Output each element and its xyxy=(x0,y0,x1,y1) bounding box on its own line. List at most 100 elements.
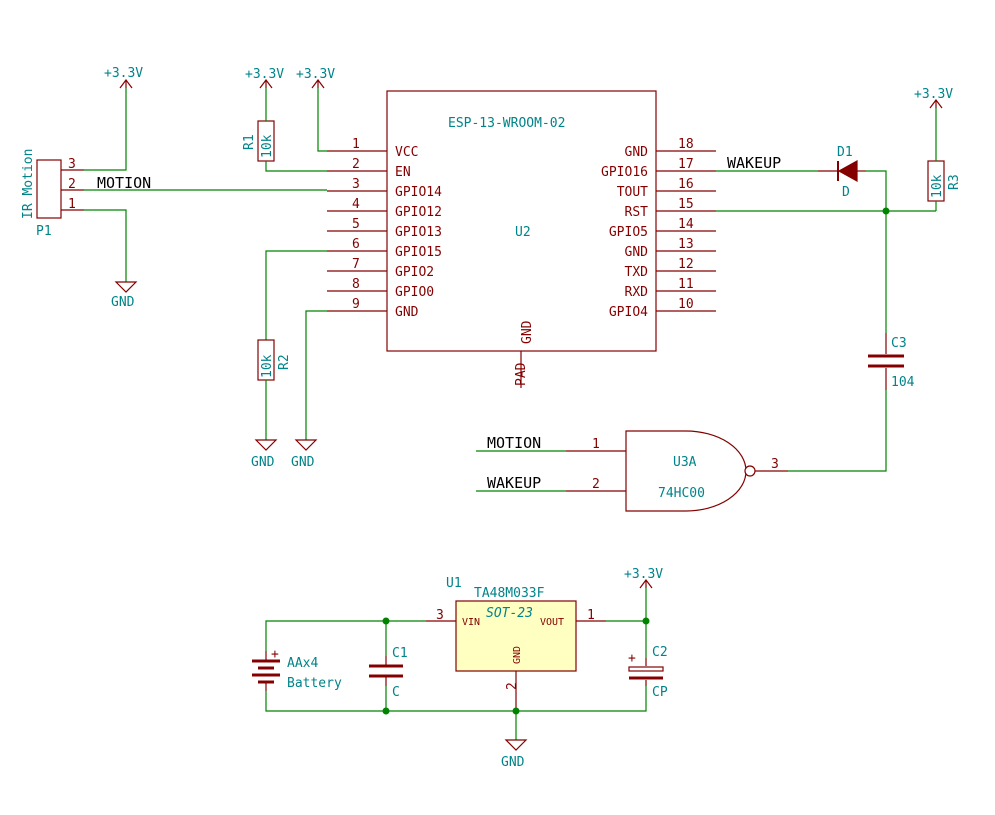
svg-text:10k: 10k xyxy=(260,354,275,378)
svg-text:1: 1 xyxy=(592,437,600,452)
power-gnd-r2: GND xyxy=(251,439,278,470)
p1-pin-1: 1 xyxy=(68,197,76,212)
u2-right-pins: 18 17 16 15 14 13 12 11 10 GND GPIO16 TO… xyxy=(601,137,716,320)
svg-text:TXD: TXD xyxy=(625,265,649,280)
module-u2[interactable]: ESP-13-WROOM-02 U2 1 2 3 4 5 6 7 8 9 VCC… xyxy=(327,90,716,388)
svg-text:2: 2 xyxy=(592,477,600,492)
svg-text:C3: C3 xyxy=(891,336,907,351)
svg-text:1: 1 xyxy=(587,608,595,623)
svg-text:+3.3V: +3.3V xyxy=(296,67,335,82)
p1-pin-2: 2 xyxy=(68,177,76,192)
junction-vin xyxy=(382,617,390,625)
svg-text:GND: GND xyxy=(512,646,523,664)
svg-text:15: 15 xyxy=(678,197,694,212)
svg-text:TOUT: TOUT xyxy=(617,185,648,200)
svg-text:R1: R1 xyxy=(242,134,257,150)
capacitor-c1[interactable]: C1 C xyxy=(369,646,408,700)
capacitor-c3[interactable]: C3 104 xyxy=(868,333,915,390)
svg-text:GND: GND xyxy=(395,305,419,320)
svg-text:1: 1 xyxy=(352,137,360,152)
resistor-r1[interactable]: 10k R1 xyxy=(242,120,275,162)
junction-gnd-c1 xyxy=(382,707,390,715)
svg-text:U3A: U3A xyxy=(673,455,697,470)
svg-text:GND: GND xyxy=(625,245,649,260)
svg-text:D1: D1 xyxy=(837,145,853,160)
wire-vcc-u2 xyxy=(317,88,327,152)
p1-ref: P1 xyxy=(36,224,52,239)
resistor-r2[interactable]: 10k R2 xyxy=(257,339,292,381)
svg-text:14: 14 xyxy=(678,217,694,232)
regulator-u1[interactable]: U1 TA48M033F SOT-23 VIN VOUT GND 3 1 2 xyxy=(426,576,606,711)
wire-gnd-rail xyxy=(265,686,647,712)
svg-text:GPIO4: GPIO4 xyxy=(609,305,648,320)
svg-text:3: 3 xyxy=(771,457,779,472)
svg-text:GND: GND xyxy=(111,295,135,310)
svg-text:104: 104 xyxy=(891,375,915,390)
power-gnd-pin9: GND xyxy=(291,439,318,470)
u2-pad: PAD xyxy=(514,362,529,386)
svg-text:D: D xyxy=(842,185,850,200)
svg-text:GND: GND xyxy=(291,455,315,470)
net-label-wakeup: WAKEUP xyxy=(727,154,781,172)
svg-text:2: 2 xyxy=(505,682,520,690)
svg-text:10k: 10k xyxy=(930,174,945,198)
svg-text:GPIO0: GPIO0 xyxy=(395,285,434,300)
svg-text:74HC00: 74HC00 xyxy=(658,486,705,501)
p1-value: IR Motion xyxy=(21,149,36,219)
svg-text:GPIO12: GPIO12 xyxy=(395,205,442,220)
u2-name: ESP-13-WROOM-02 xyxy=(448,116,565,131)
svg-text:CP: CP xyxy=(652,685,668,700)
svg-text:11: 11 xyxy=(678,277,694,292)
power-vcc-u2: +3.3V xyxy=(296,67,335,89)
svg-text:TA48M033F: TA48M033F xyxy=(474,586,545,601)
u2-ref: U2 xyxy=(515,225,531,240)
svg-text:+3.3V: +3.3V xyxy=(914,87,953,102)
p1-body xyxy=(36,159,62,219)
battery-aax4[interactable]: + AAx4 Battery xyxy=(252,647,342,691)
svg-text:3: 3 xyxy=(436,608,444,623)
svg-text:5: 5 xyxy=(352,217,360,232)
svg-text:+3.3V: +3.3V xyxy=(104,66,143,81)
wire-p1-vcc xyxy=(84,88,127,171)
svg-text:GND: GND xyxy=(625,145,649,160)
svg-text:+: + xyxy=(628,651,636,666)
svg-text:EN: EN xyxy=(395,165,411,180)
svg-text:GND: GND xyxy=(501,755,525,770)
resistor-r3[interactable]: 10k R3 xyxy=(927,160,962,202)
connector-p1[interactable]: 3 2 1 IR Motion P1 xyxy=(21,149,84,239)
power-vcc-r3: +3.3V xyxy=(914,87,953,109)
net-label-motion-nand: MOTION xyxy=(487,434,541,452)
svg-text:C1: C1 xyxy=(392,646,408,661)
svg-text:RST: RST xyxy=(625,205,649,220)
svg-text:R2: R2 xyxy=(277,354,292,370)
svg-text:+3.3V: +3.3V xyxy=(624,567,663,582)
gate-u3a[interactable]: 1 2 3 U3A 74HC00 xyxy=(566,430,788,512)
svg-text:18: 18 xyxy=(678,137,694,152)
power-gnd-supply: GND xyxy=(501,739,528,770)
net-label-wakeup-nand: WAKEUP xyxy=(487,474,541,492)
svg-text:VOUT: VOUT xyxy=(540,617,564,628)
u2-body xyxy=(386,90,657,352)
svg-text:C: C xyxy=(392,685,400,700)
junction-vout xyxy=(642,617,650,625)
svg-text:AAx4: AAx4 xyxy=(287,656,318,671)
svg-text:C2: C2 xyxy=(652,645,668,660)
power-vcc-r1: +3.3V xyxy=(245,67,284,89)
svg-text:2: 2 xyxy=(352,157,360,172)
svg-text:RXD: RXD xyxy=(625,285,649,300)
svg-text:17: 17 xyxy=(678,157,694,172)
wire-p1-gnd xyxy=(84,209,127,282)
svg-text:10: 10 xyxy=(678,297,694,312)
svg-text:GPIO13: GPIO13 xyxy=(395,225,442,240)
svg-text:+: + xyxy=(271,647,279,662)
svg-text:GPIO15: GPIO15 xyxy=(395,245,442,260)
svg-text:U1: U1 xyxy=(446,576,462,591)
svg-text:GPIO16: GPIO16 xyxy=(601,165,648,180)
u2-pad-gnd: GND xyxy=(520,320,535,344)
diode-d1[interactable]: D1 D xyxy=(818,145,866,200)
svg-text:4: 4 xyxy=(352,197,360,212)
svg-text:GPIO14: GPIO14 xyxy=(395,185,442,200)
capacitor-c2[interactable]: + C2 CP xyxy=(628,645,668,700)
svg-text:VIN: VIN xyxy=(462,617,480,628)
